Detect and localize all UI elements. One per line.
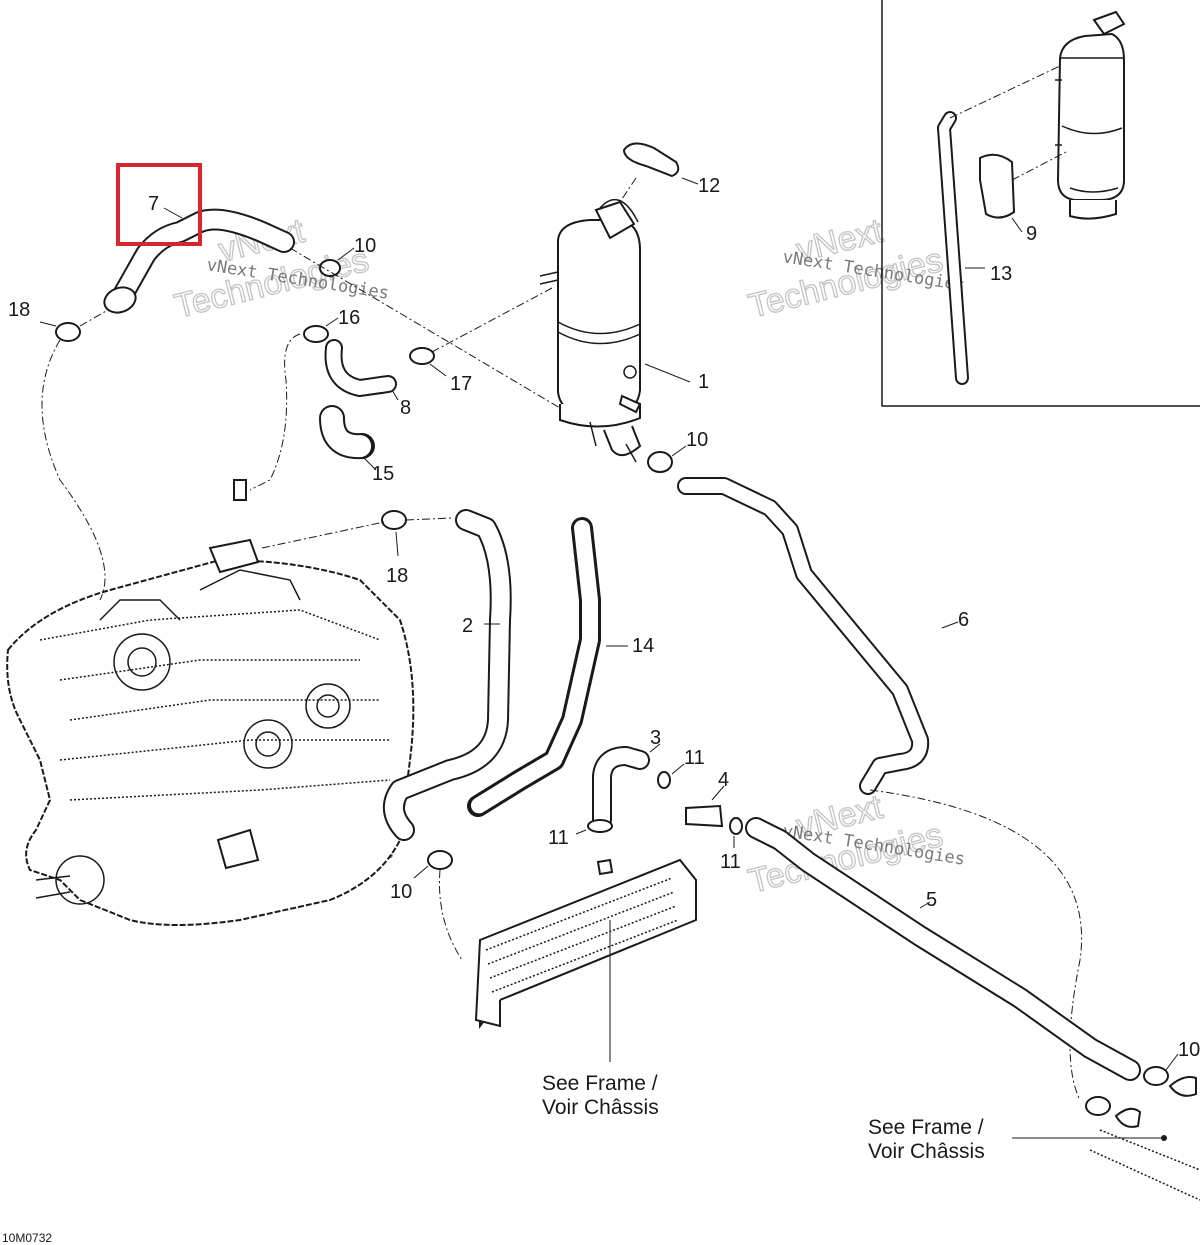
callout-12: 12: [698, 175, 720, 197]
callout-11-b: 11: [548, 827, 569, 849]
callout-9: 9: [1026, 223, 1037, 245]
callout-4: 4: [718, 769, 729, 791]
callout-8: 8: [400, 397, 411, 419]
inset-detail: 13 9: [881, 0, 1200, 407]
part-11-oring-lower: [587, 819, 613, 833]
part-5-tube: [745, 817, 1141, 1081]
part-16-clamp: [303, 325, 329, 343]
callout-11-a: 11: [684, 747, 705, 769]
part-2-hose: [383, 509, 512, 841]
part-10-clamp-frame-right: [1143, 1066, 1169, 1086]
inset-frame: [881, 0, 1200, 407]
callout-11-c: 11: [720, 851, 741, 873]
part-11-oring-right: [729, 817, 743, 835]
callout-17: 17: [450, 373, 472, 395]
callout-15: 15: [372, 463, 394, 485]
part-4-fitting: [685, 804, 724, 828]
highlight-box-part-7: [116, 163, 202, 246]
callout-18-top: 18: [8, 299, 30, 321]
part-15-hose: [319, 405, 375, 460]
callout-10-frame: 10: [1178, 1039, 1200, 1061]
callout-1: 1: [698, 371, 709, 393]
part-6-tube: [677, 477, 930, 795]
part-18-clamp-mid: [381, 510, 407, 530]
part-10-clamp-reservoir: [647, 451, 673, 473]
callout-3: 3: [650, 727, 661, 749]
note-see-frame-left-line1: See Frame /: [542, 1072, 658, 1095]
callout-16: 16: [338, 307, 360, 329]
inset-reservoir-illustration: [1055, 10, 1126, 220]
callout-13: 13: [990, 263, 1012, 285]
leader-dash: [41, 339, 106, 601]
part-10-clamp-lower: [427, 850, 453, 870]
frame-point-marker: [1161, 1135, 1167, 1141]
part-1-reservoir: [539, 198, 642, 463]
part-8-hose: [324, 339, 397, 397]
part-12-cap: [622, 142, 680, 178]
callout-10-lower: 10: [390, 881, 412, 903]
note-see-frame-left-line2: Voir Châssis: [542, 1096, 659, 1119]
callout-10-top: 10: [354, 235, 376, 257]
callout-5: 5: [926, 889, 937, 911]
part-18-clamp: [55, 322, 81, 342]
engine-illustration: [6, 479, 415, 926]
part-17-clamp: [409, 347, 435, 365]
callout-2: 2: [462, 615, 473, 637]
callout-6: 6: [958, 609, 969, 631]
figure-code: 10M0732: [2, 1231, 52, 1245]
note-see-frame-right-line1: See Frame /: [868, 1116, 984, 1139]
part-10-clamp-frame-left: [1085, 1096, 1111, 1116]
part-9-pad: [979, 153, 1016, 219]
frame-section: [1089, 1129, 1200, 1201]
note-see-frame-right-line2: Voir Châssis: [868, 1140, 985, 1163]
callout-10-reservoir: 10: [686, 429, 708, 451]
callout-14: 14: [632, 635, 654, 657]
callout-7: 7: [148, 193, 159, 215]
part-11-oring: [657, 771, 671, 789]
watermark-group-2: vNext Technologies vNext Technologies: [744, 211, 966, 326]
part-14-hose: [467, 517, 601, 817]
part-10-clamp: [319, 259, 341, 277]
radiator-illustration: [474, 858, 697, 1029]
callout-18-mid: 18: [386, 565, 408, 587]
